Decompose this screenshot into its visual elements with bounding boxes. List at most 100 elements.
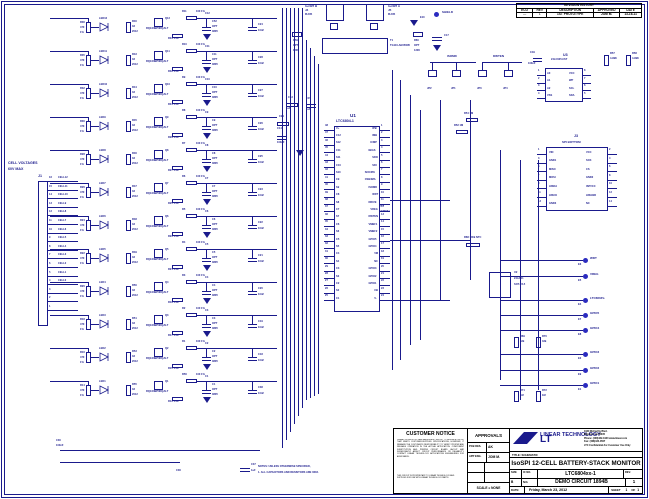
test-point[interactable] [583,383,588,388]
cell-gate-resistor [126,154,131,165]
u1-left-pin-wire [324,196,334,198]
q13-ref: Q13 [379,204,384,207]
cell-gate-resistor [126,55,131,66]
u1-right-pin-wire [380,159,390,161]
u3-body[interactable] [545,68,583,102]
isospi-b-connector[interactable] [326,4,344,21]
cell-gate-resistor-ref: R43 [132,53,137,56]
cell-gate-resistor-value: 33 [132,58,135,61]
cell-led-resistor-tol: 1% [80,130,84,133]
test-point[interactable] [583,328,588,333]
u1-right-pin-name: IMB [372,133,378,137]
cell-mosfet-part: RQ1X0BP0DQALT [146,324,169,327]
demo-circuit: DEMO CIRCUIT 1894B [538,479,626,486]
u1-right-pin-number: 1 [381,124,383,127]
j3-right-pin-wire [608,179,617,181]
u3-left-pin-number: 1 [538,69,540,72]
approvals-block: APPROVALS PCB DES. AK APP ENG. JOM M. SC… [468,429,510,493]
u1-right-pin-wire [380,137,390,139]
notes-line1: NOTES: UNLESS OTHERWISE SPECIFIED, [258,465,311,468]
u1-right-pin-name: GPIO4 [368,244,377,248]
u1-left-pin-wire [324,137,334,139]
linear-technology-logo-icon: LT [513,432,551,445]
cell-net-label: C6 [205,210,209,213]
u1-right-pin-name: GPIO2 [368,274,377,278]
cell-led-ref: LED8 [99,149,106,152]
cell-source-resistor-label: R15 1.5k [168,367,179,370]
cell-gate-resistor-ref: R46 [132,152,137,155]
test-point[interactable] [583,352,588,357]
shield-testpoint[interactable] [434,12,439,17]
j3-right-pin-number: 6 [609,165,611,169]
j3-right-pin-wire [608,154,617,155]
isospi-a-connector[interactable] [366,4,384,21]
cell-led-resistor-tol: 1% [80,394,84,397]
jumper-body[interactable] [452,70,461,77]
j1-pin-number: 11 [49,219,52,222]
cell-cap-drop [206,84,207,94]
test-point-wire [500,300,583,301]
test-point[interactable] [583,274,588,279]
cell-opt-cap-ref: C52 [212,20,217,23]
cell-opt-cap-ref: C3 [212,317,216,320]
cell-opt-cap-pkg: 0805 [212,96,218,99]
isomd-bus [430,62,476,63]
jumper-body[interactable] [428,70,437,77]
u1-body[interactable] [334,126,380,312]
c17-ref: C17 [444,34,449,37]
cell-opt-cap-ref: C5 [212,251,216,254]
test-point[interactable] [583,258,588,263]
isospi-b-label: IsoSPI B [305,4,318,8]
j3-body[interactable] [546,147,608,211]
cell-source-resistor [172,166,183,170]
test-point[interactable] [583,313,588,318]
j3-left-pin-name: GND1 [549,159,557,163]
j1-body[interactable] [38,181,48,326]
cell-filter-resistor-value: 100 1% [196,43,205,46]
r52-body [456,130,468,134]
cell-filter-resistor [186,49,197,53]
cell-left-drop [88,84,89,89]
cell-opt-cap-ground-icon [203,100,211,106]
cell-gate-resistor-value: 33 [132,91,135,94]
cell-net-label: C3 [205,309,209,312]
cell-opt-cap-ground-icon [203,265,211,271]
cell-filter-cap-plate-bottom [248,294,257,295]
u1-left-pin-name: S7 [336,215,340,219]
j3-left-pin-number: 3 [538,156,540,160]
cell-opt-cap-pkg: 0805 [212,162,218,165]
bus-wire-horizontal [390,300,450,301]
cell-top-rail [50,150,88,151]
cell-top-rail [50,249,88,250]
cell-source-resistor [172,232,183,236]
jumper-body[interactable] [504,70,513,77]
u1-right-pin-wire [380,226,390,228]
j1-pin-number: 12 [49,210,52,214]
cell-filter-cap-ref: C26 [258,122,263,125]
test-point[interactable] [583,298,588,303]
cell-filter-resistor [186,214,197,218]
u1-left-pin-name: S10 [336,170,341,174]
cell-led-resistor-tol: 1% [80,64,84,67]
u1-left-pin-name: C3 [336,267,340,271]
u1-right-pin-name: CSB/IMA [364,178,376,182]
cell-gate-resistor-value: 33 [132,388,135,391]
cell-opt-cap-pkg: 0805 [212,327,218,330]
test-point[interactable] [583,368,588,373]
title-text-row: IsoSPI 12-CELL BATTERY-STACK MONITOR [510,458,642,470]
r71-body [514,391,519,402]
cell-left-drop [88,282,89,287]
cell-filter-cap-plate-bottom [248,327,257,328]
cell-mosfet-body [154,117,163,126]
u1-left-pin-number: 25 [325,294,328,298]
bus-wire-vertical [500,150,501,380]
approvals-title: APPROVALS [468,429,509,443]
jumper-body[interactable] [478,70,487,77]
u1-left-pin-number: 40 [325,183,328,187]
sheet-inner-border [4,4,645,495]
cell-right-rail [197,315,277,316]
address-line: LTC Confidential-For Customer Use Only [584,443,631,447]
cell-mosfet-body [154,84,163,93]
cell-mosfet-body [154,348,163,357]
u1-left-pin-wire [324,181,334,183]
